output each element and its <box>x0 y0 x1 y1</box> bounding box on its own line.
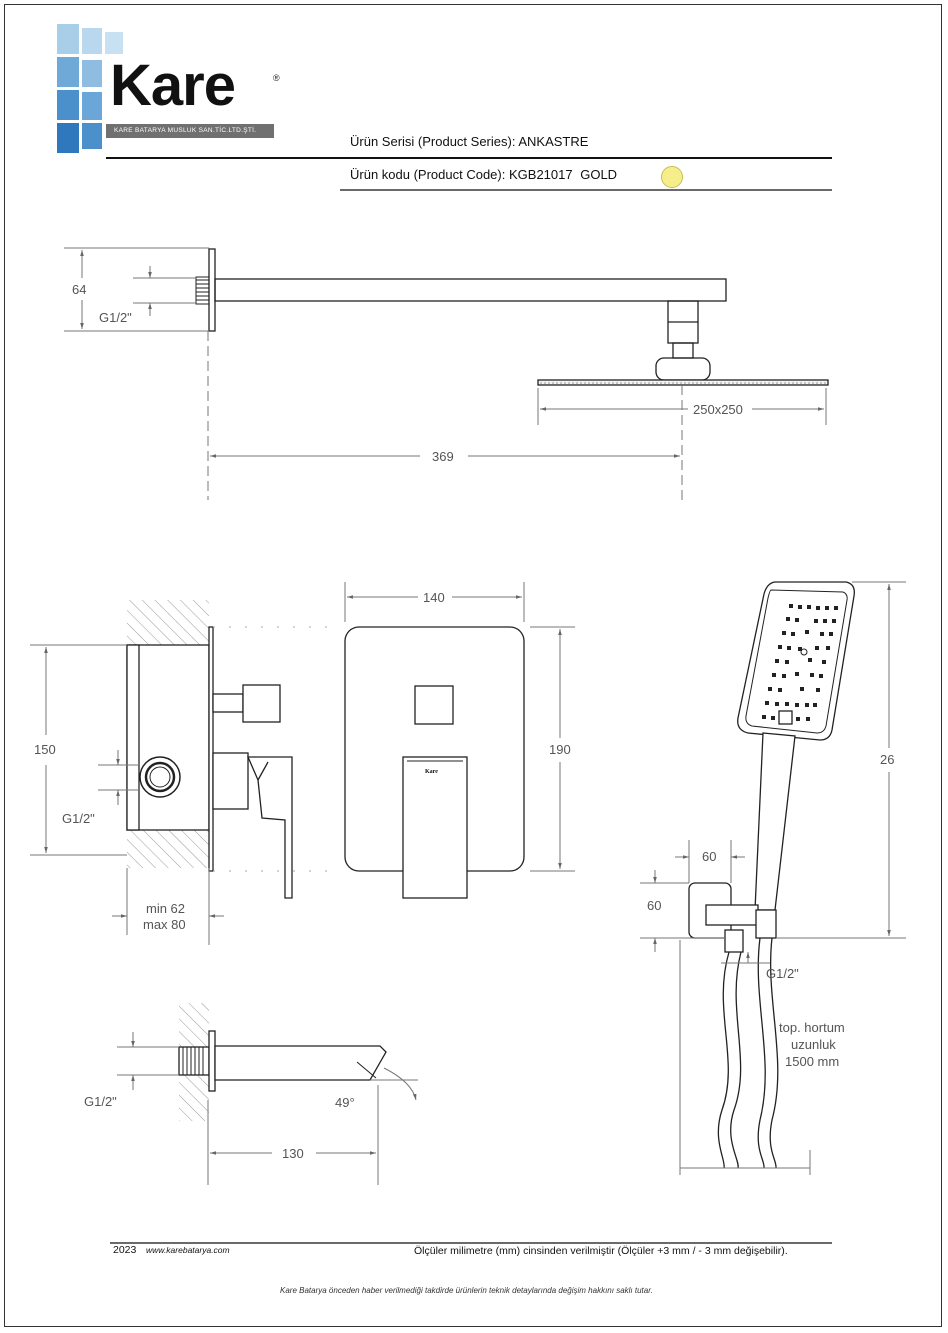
dim-depth-max: max 80 <box>143 917 186 932</box>
series-label: Ürün Serisi (Product Series): <box>350 134 516 149</box>
spray-center <box>800 648 808 656</box>
dim-hand-height: 26 <box>880 752 895 767</box>
dim-holder-width: 60 <box>702 849 717 864</box>
hose-note-line-2: uzunluk <box>791 1037 836 1052</box>
front-plate-view <box>344 626 525 899</box>
shower-arm-view <box>195 248 829 386</box>
dim-head-thread: G1/2" <box>99 310 132 325</box>
concealed-box-side-view <box>126 600 340 899</box>
dim-head-height: 64 <box>72 282 87 297</box>
dim-holder-height: 60 <box>647 898 662 913</box>
page-frame <box>4 4 942 1327</box>
spray-nozzles <box>762 604 838 721</box>
spout-dimension-lines <box>117 1032 418 1185</box>
spout-view <box>178 1003 387 1121</box>
series-row: Ürün Serisi (Product Series): ANKASTRE <box>350 134 588 149</box>
dim-hose-thread: G1/2" <box>766 966 799 981</box>
dim-arm-length: 369 <box>432 449 454 464</box>
dim-depth-min: min 62 <box>146 901 186 916</box>
plate-dimension-lines <box>344 582 575 872</box>
hose-note-line-3: 1500 mm <box>785 1054 840 1069</box>
brand-name: Kare <box>110 53 236 118</box>
series-value: ANKASTRE <box>518 134 589 149</box>
box-dimension-lines <box>30 644 224 945</box>
footer-website: www.karebatarya.com <box>146 1245 230 1255</box>
code-label: Ürün kodu (Product Code): <box>350 167 506 182</box>
gold-color-swatch <box>661 166 683 188</box>
dim-spout-thread: G1/2" <box>84 1094 117 1109</box>
brand-subtitle: KARE BATARYA MUSLUK SAN.TİC.LTD.ŞTİ. <box>114 127 257 134</box>
dim-box-thread: G1/2" <box>62 811 95 826</box>
code-value: KGB21017 <box>508 167 573 182</box>
handle-logo: Kare <box>425 769 438 775</box>
dim-plate-height: 190 <box>549 742 571 757</box>
hand-shower-view <box>680 581 855 1169</box>
dim-plate-width: 140 <box>423 590 445 605</box>
footer-year: 2023 <box>113 1244 137 1256</box>
dim-spout-length: 130 <box>282 1146 304 1161</box>
footer-note: Ölçüler milimetre (mm) cinsinden verilmi… <box>414 1245 788 1257</box>
hand-dimension-lines <box>640 581 906 1175</box>
color-value: GOLD <box>580 167 618 182</box>
registered-mark: ® <box>273 73 280 83</box>
code-row: Ürün kodu (Product Code): KGB21017 GOLD <box>350 167 617 182</box>
spray-mode-button <box>778 710 793 725</box>
dim-box-height: 150 <box>34 742 56 757</box>
dim-head-size: 250x250 <box>693 402 743 417</box>
dim-spout-angle: 49° <box>335 1095 355 1110</box>
logo-mark <box>57 24 274 153</box>
footer-disclaimer: Kare Batarya önceden haber verilmediği t… <box>280 1286 653 1295</box>
head-dimension-lines <box>64 247 827 500</box>
hose-note-line-1: top. hortum <box>779 1020 845 1035</box>
